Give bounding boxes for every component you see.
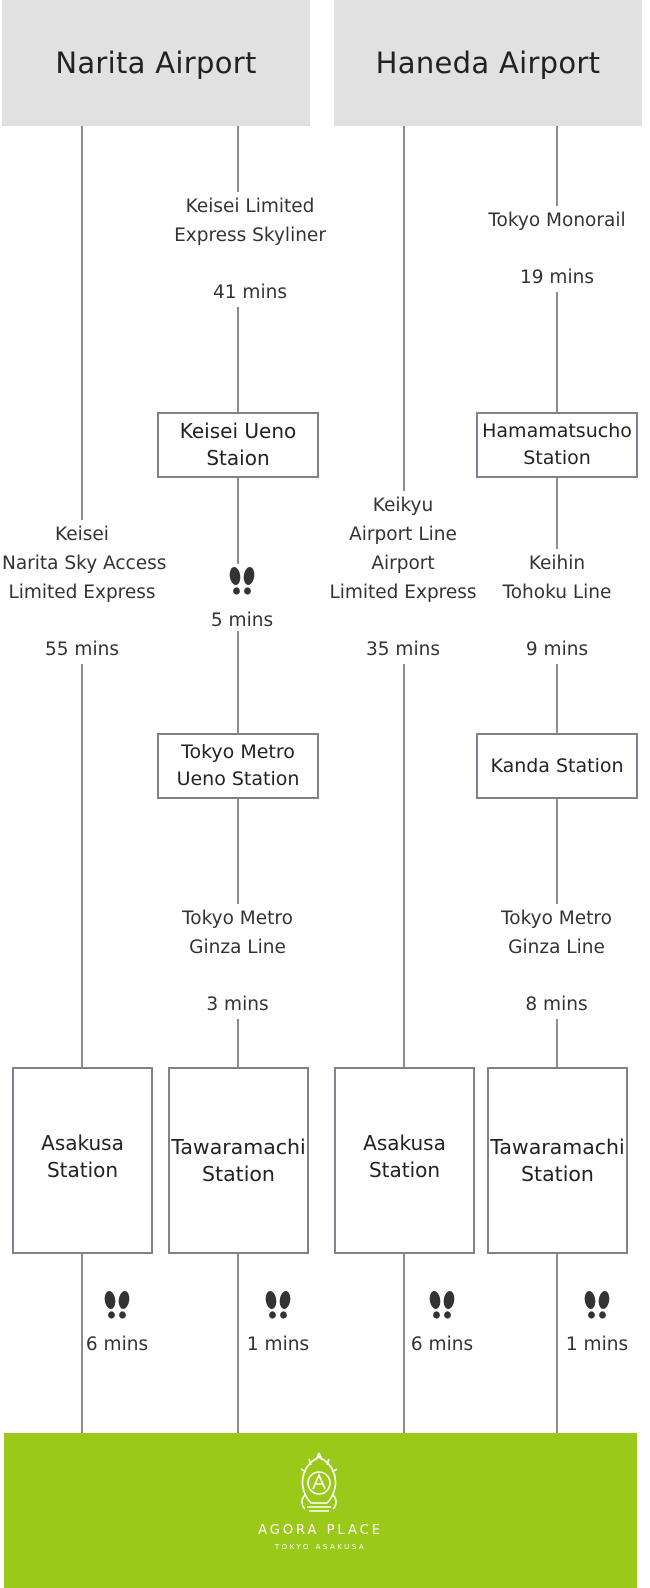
walk-time: 5 mins [210, 610, 274, 631]
walk-tawaramachi-narita: 1 mins [243, 1288, 313, 1355]
walk-ueno-transfer: 5 mins [200, 564, 284, 631]
route-label-keikyu: Keikyu Airport Line Airport Limited Expr… [328, 491, 478, 664]
station-tawaramachi-narita: Tawaramachi Station [168, 1067, 309, 1254]
route-label-skyliner: Keisei Limited Express Skyliner 41 mins [170, 192, 330, 307]
narita-airport-header: Narita Airport [2, 0, 310, 126]
footer-banner: AGORA PLACE TOKYO ASAKUSA [4, 1433, 637, 1588]
station-asakusa-haneda: Asakusa Station [334, 1067, 475, 1254]
walk-tawaramachi-haneda: 1 mins [562, 1288, 632, 1355]
route-label-keihin: Keihin Tohoku Line 9 mins [492, 549, 622, 664]
route-label-ginza-ueno: Tokyo Metro Ginza Line 3 mins [165, 904, 310, 1019]
walk-time: 1 mins [246, 1334, 310, 1355]
footprints-icon [104, 1291, 130, 1319]
station-keisei-ueno: Keisei Ueno Staion [157, 412, 319, 478]
station-tokyo-metro-ueno: Tokyo Metro Ueno Station [157, 733, 319, 799]
haneda-airport-header: Haneda Airport [334, 0, 642, 126]
walk-asakusa-haneda: 6 mins [407, 1288, 477, 1355]
station-asakusa-narita: Asakusa Station [12, 1067, 153, 1254]
walk-time: 6 mins [85, 1334, 149, 1355]
walk-time: 1 mins [565, 1334, 629, 1355]
station-tawaramachi-haneda: Tawaramachi Station [487, 1067, 628, 1254]
agora-place-crest-icon [300, 1452, 338, 1512]
walk-asakusa-narita: 6 mins [82, 1288, 152, 1355]
footer-subtitle: TOKYO ASAKUSA [274, 1543, 367, 1551]
footprints-icon [229, 567, 255, 595]
footprints-icon [265, 1291, 291, 1319]
station-kanda: Kanda Station [476, 733, 638, 799]
walk-time: 6 mins [410, 1334, 474, 1355]
route-label-ginza-kanda: Tokyo Metro Ginza Line 8 mins [484, 904, 629, 1019]
footprints-icon [584, 1291, 610, 1319]
footprints-icon [429, 1291, 455, 1319]
route-label-narita-skyaccess: Keisei Narita Sky Access Limited Express… [2, 520, 166, 664]
station-hamamatsucho: Hamamatsucho Station [476, 412, 638, 478]
route-label-monorail: Tokyo Monorail 19 mins [482, 206, 632, 292]
footer-brand: AGORA PLACE [258, 1523, 383, 1538]
